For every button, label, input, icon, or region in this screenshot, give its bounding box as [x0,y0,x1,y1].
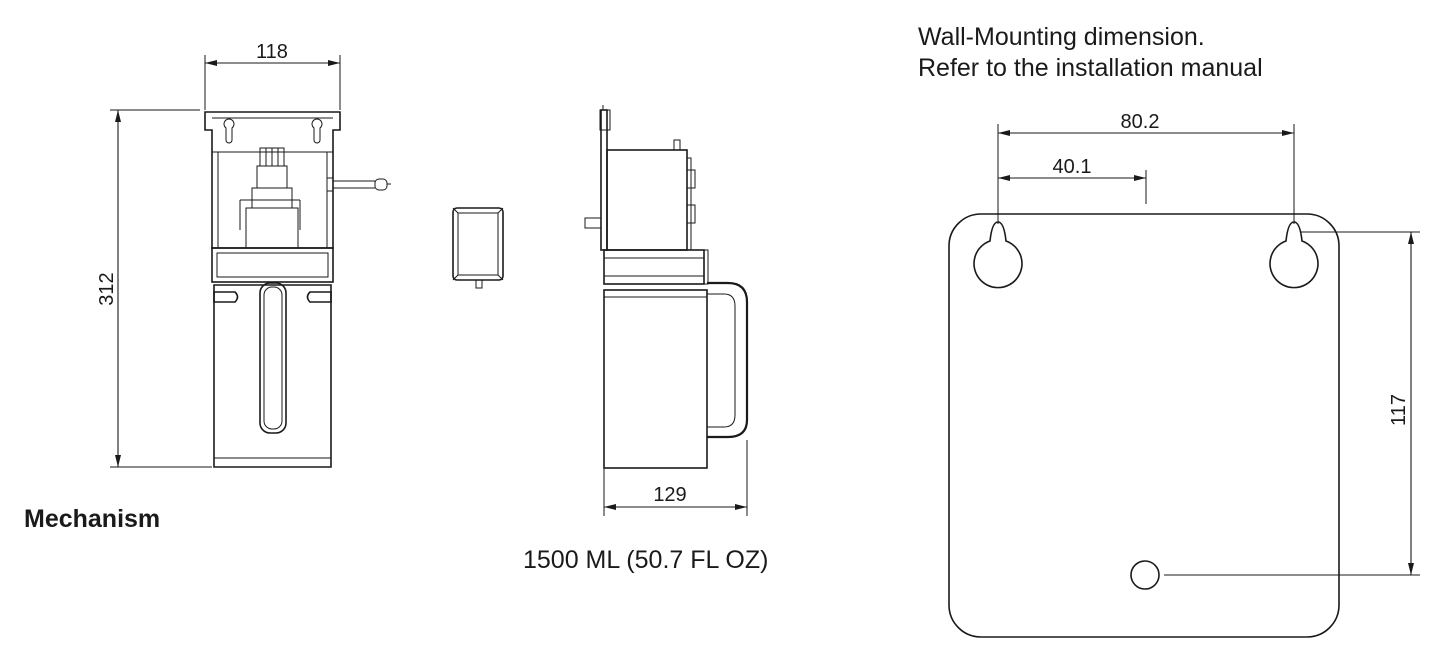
refill-cartridge [452,207,504,289]
wall-mounting-note: Wall-Mounting dimension. Refer to the in… [918,22,1263,84]
wall-mounting-plate: 80.2 40.1 117 [948,111,1420,638]
side-view: 129 [584,105,749,516]
side-depth-label: 129 [653,484,686,506]
hole-offset-label: 40.1 [1053,156,1092,178]
mechanism-label: Mechanism [24,505,161,533]
front-width-label: 118 [256,41,288,63]
wall-mounting-title: Wall-Mounting dimension. [918,23,1205,51]
left-keyhole [973,221,1023,289]
capacity-label: 1500 ML (50.7 FL OZ) [523,546,769,574]
hole-vertical-label: 117 [1388,394,1410,426]
installation-manual-note: Refer to the installation manual [918,54,1263,82]
front-height-label: 312 [96,272,118,305]
front-view: 118 312 [96,41,391,468]
hole-spacing-label: 80.2 [1121,111,1160,133]
